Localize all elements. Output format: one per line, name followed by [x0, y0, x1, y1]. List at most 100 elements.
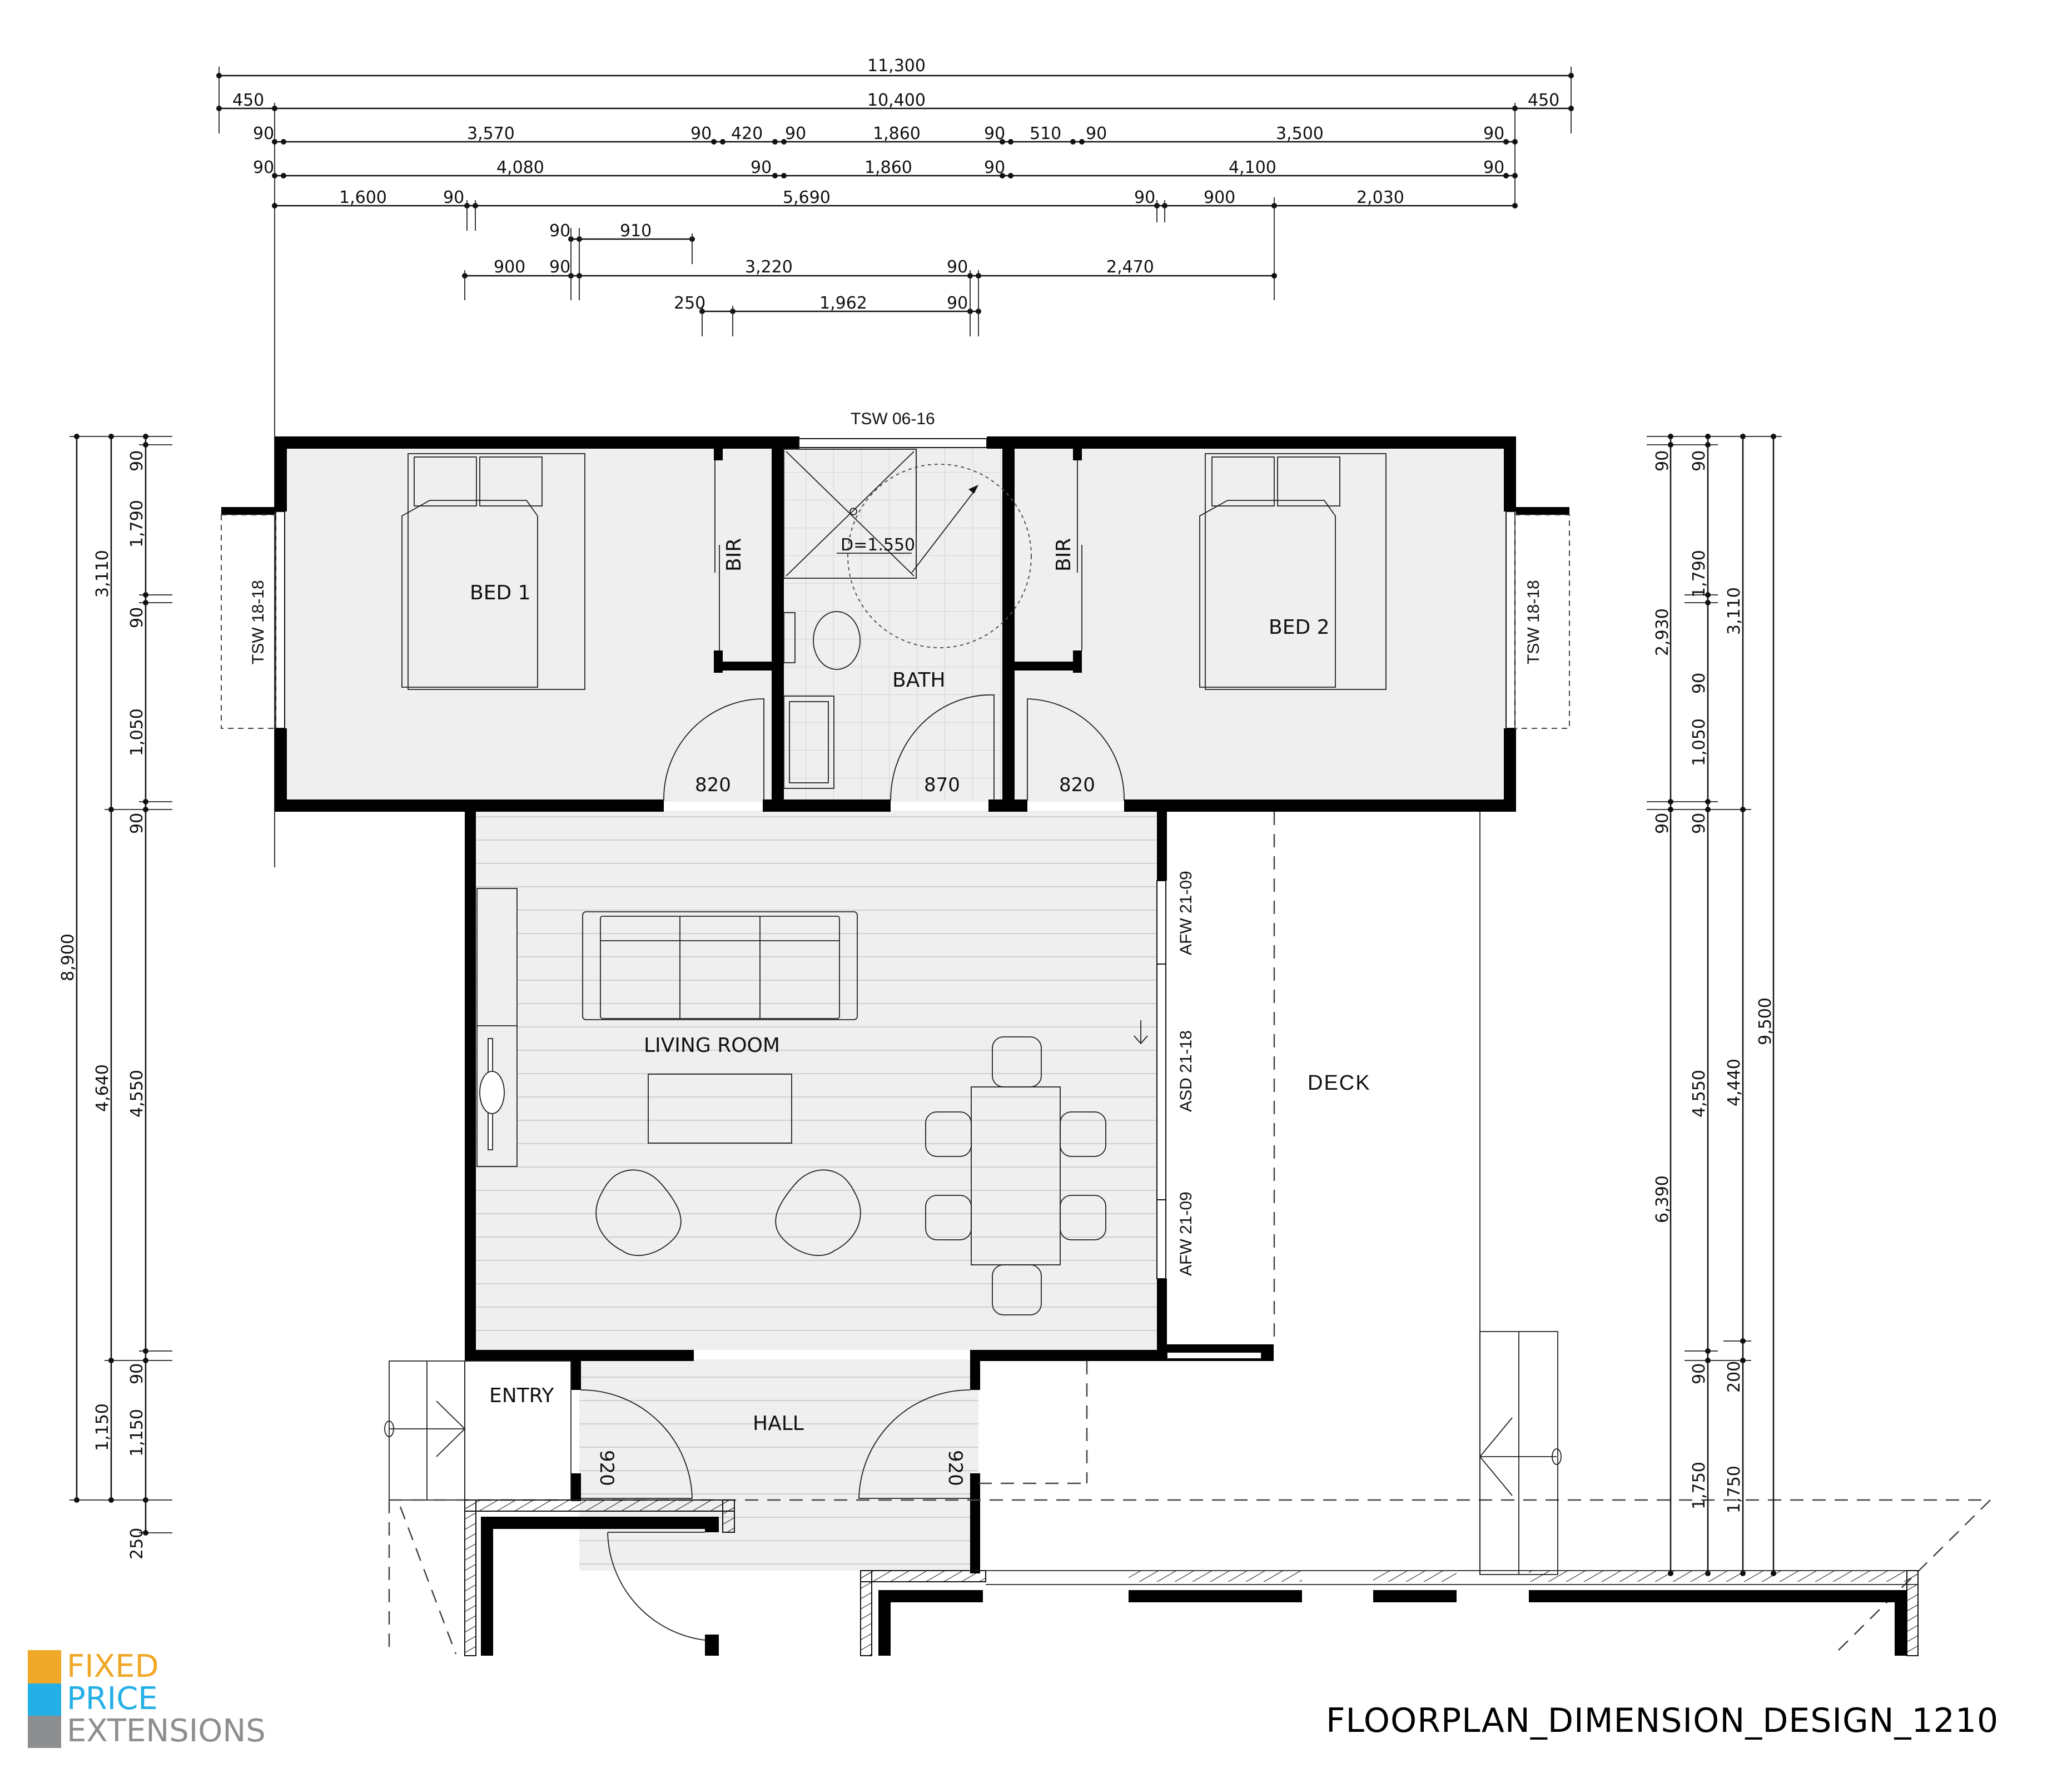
toilet-icon	[813, 611, 861, 670]
dim-label: 90	[947, 294, 968, 313]
window-label-asd: ASD 21-18	[1177, 1030, 1195, 1112]
sofa-icon	[582, 911, 858, 1020]
drawing-title: FLOORPLAN_DIMENSION_DESIGN_1210	[1326, 1701, 1999, 1740]
dim-label: 90	[690, 124, 712, 143]
dim-label: 4,640	[93, 1064, 112, 1112]
dim-building-width: 10,400	[867, 91, 926, 110]
window-afw-top	[1156, 880, 1166, 965]
dim-label: 2,470	[1106, 257, 1154, 277]
bed2-furniture	[1199, 453, 1387, 690]
dim-label: 3,220	[745, 257, 793, 277]
door-labels: 820 870 820 920 920	[595, 774, 1095, 1486]
living-floor	[475, 811, 1161, 1350]
dim-label: 1,050	[127, 708, 147, 756]
room-label-hall: HALL	[753, 1412, 804, 1435]
door-swings	[580, 694, 1125, 1499]
door-label-bath: 870	[924, 774, 960, 796]
dim-label: 4,440	[1725, 1059, 1744, 1106]
door-bed1	[663, 698, 764, 801]
dim-label: 9,500	[1756, 997, 1775, 1045]
basin-icon	[783, 696, 834, 789]
dim-label: 90	[1653, 450, 1672, 471]
armchair-icon	[775, 1169, 861, 1257]
logo-text-extensions: EXTENSIONS	[67, 1713, 266, 1749]
dim-label: 250	[127, 1528, 147, 1560]
dim-label: 6,390	[1653, 1175, 1672, 1223]
room-label-bir-right: BIR	[1052, 538, 1075, 572]
room-label-entry: ENTRY	[489, 1384, 554, 1407]
logo-bar-blue	[28, 1683, 61, 1716]
dim-label: 90	[947, 257, 968, 277]
dim-eave-left: 450	[232, 91, 264, 110]
dim-label: 90	[443, 188, 464, 207]
dim-label: 3,110	[93, 550, 112, 598]
dim-label: 3,500	[1276, 124, 1324, 143]
dim-label: 90	[1690, 450, 1709, 471]
door-label-hall-left: 920	[595, 1450, 618, 1486]
bed1-furniture	[401, 453, 585, 690]
dim-label: 90	[1653, 813, 1672, 834]
dim-label: 900	[1204, 188, 1235, 207]
dim-label: 4,550	[1690, 1070, 1709, 1118]
dim-label: 90	[984, 124, 1005, 143]
windows	[221, 438, 1570, 1279]
existing-house	[464, 1499, 1919, 1656]
hall-floor	[579, 1359, 978, 1571]
window-afw-bottom	[1156, 1199, 1166, 1279]
dim-label: 910	[620, 221, 652, 241]
dim-label: 3,110	[1725, 587, 1744, 635]
dim-label: 1,600	[339, 188, 387, 207]
logo-bar-orange	[28, 1650, 61, 1683]
dim-label: 1,150	[93, 1403, 112, 1451]
window-label-bed2: TSW 18-18	[1524, 580, 1543, 664]
dim-label: 90	[1690, 813, 1709, 834]
floor-areas	[284, 446, 1505, 1571]
dim-label: 90	[127, 1363, 147, 1384]
bed2-floor	[1011, 446, 1505, 802]
room-label-bed2: BED 2	[1269, 616, 1330, 639]
room-labels: BED 1 BED 2 BATH BIR BIR LIVING ROOM ENT…	[470, 538, 1371, 1435]
dim-label: 90	[549, 221, 570, 241]
bed1-floor	[284, 446, 775, 802]
dim-label: 90	[1483, 124, 1504, 143]
window-label-afw-top: AFW 21-09	[1177, 871, 1195, 955]
left-dimension-chain: 8,900 3,110 4,640 1,150 90 1,790 90 1,05…	[58, 434, 172, 1560]
dim-label: 90	[1134, 188, 1155, 207]
window-label-afw-bottom: AFW 21-09	[1177, 1191, 1195, 1276]
dim-label: 90	[127, 607, 147, 628]
dim-label: 90	[127, 813, 147, 834]
dim-label: 90	[1483, 158, 1504, 177]
window-label-bed1: TSW 18-18	[249, 580, 267, 664]
armchair-icon	[595, 1169, 682, 1257]
room-label-bath: BATH	[892, 669, 946, 692]
room-label-deck: DECK	[1308, 1071, 1371, 1095]
dim-label: 1,790	[1690, 550, 1709, 598]
turning-circle	[847, 464, 1032, 648]
dim-label: 8,900	[58, 933, 78, 981]
door-label-hall-right: 920	[944, 1450, 966, 1486]
dim-label: 2,030	[1357, 188, 1404, 207]
logo-text-fixed: FIXED	[67, 1648, 159, 1685]
room-label-living: LIVING ROOM	[644, 1034, 780, 1057]
door-label-bed1: 820	[695, 774, 731, 796]
dim-label: 1,050	[1690, 718, 1709, 766]
dim-label: 2,930	[1653, 608, 1672, 656]
dim-eave-right: 450	[1528, 91, 1559, 110]
dim-label: 900	[494, 257, 525, 277]
dim-label: 1,860	[873, 124, 921, 143]
dim-label: 90	[549, 257, 570, 277]
walls	[221, 436, 1569, 1573]
bath-fixtures: D=1.550	[783, 449, 1032, 789]
dim-label: 90	[1086, 124, 1107, 143]
door-bath	[890, 694, 995, 801]
window-label-bath: TSW 06-16	[851, 410, 935, 428]
coffee-table-icon	[648, 1074, 792, 1144]
door-bed2	[1027, 698, 1125, 801]
dim-label: 4,100	[1229, 158, 1276, 177]
dim-label: 90	[984, 158, 1005, 177]
dim-label: 420	[731, 124, 763, 143]
door-label-bed2: 820	[1059, 774, 1095, 796]
window-labels: TSW 06-16 TSW 18-18 TSW 18-18 AFW 21-09 …	[249, 410, 1543, 1276]
door-asd-sliding	[1156, 964, 1166, 1200]
